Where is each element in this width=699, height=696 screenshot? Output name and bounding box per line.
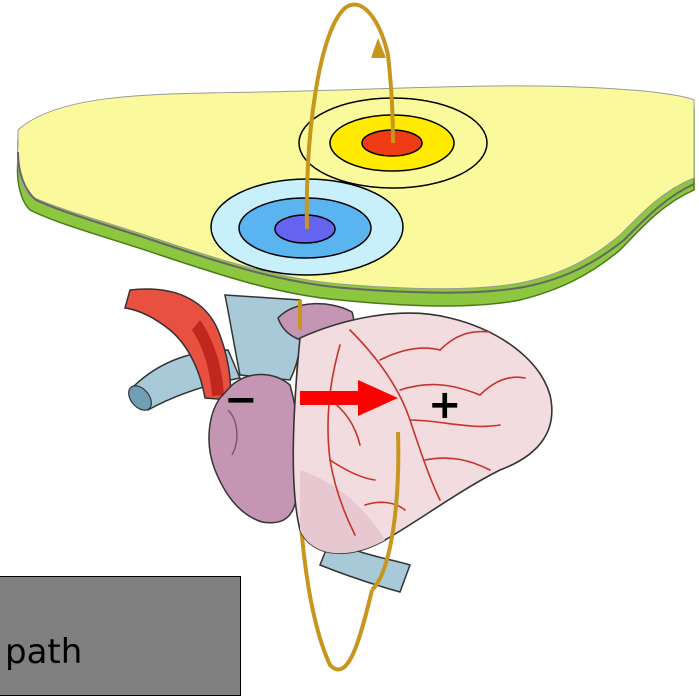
superior-vena-cava — [225, 295, 302, 380]
positive-sign: + — [428, 382, 462, 428]
heart-dipole-diagram: − + path — [0, 0, 699, 681]
vector-arrow-shaft — [300, 391, 362, 405]
heart-ventricles — [293, 313, 552, 553]
negative-sign: − — [224, 377, 258, 423]
caption-text: path — [5, 635, 82, 669]
caption-box: path — [0, 576, 241, 696]
